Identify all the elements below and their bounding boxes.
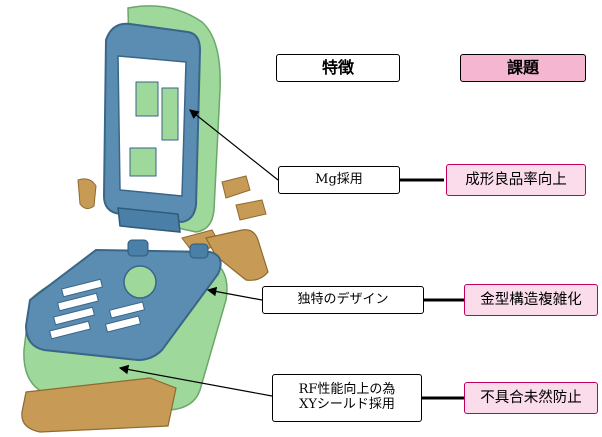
feature-header: 特徴 (276, 54, 400, 82)
arrow-mg (189, 109, 279, 181)
feature-xy-shield: RF性能向上の為 XYシールド採用 (272, 374, 422, 422)
xy-shield-plate (21, 377, 177, 433)
feature-design: 独特のデザイン (262, 286, 424, 314)
feature-xy-shield-line-2: XYシールド採用 (299, 397, 395, 412)
feature-mg: Mg採用 (278, 166, 400, 194)
arrow-shield (118, 364, 273, 397)
task-mold-complexity: 金型構造複雑化 (464, 284, 598, 316)
task-defect-prevention: 不具合未然防止 (464, 382, 598, 414)
task-molding-yield: 成形良品率向上 (446, 164, 586, 196)
arrow-design (206, 286, 263, 301)
task-header: 課題 (460, 54, 586, 82)
feature-xy-shield-line-1: RF性能向上の為 (298, 382, 396, 398)
